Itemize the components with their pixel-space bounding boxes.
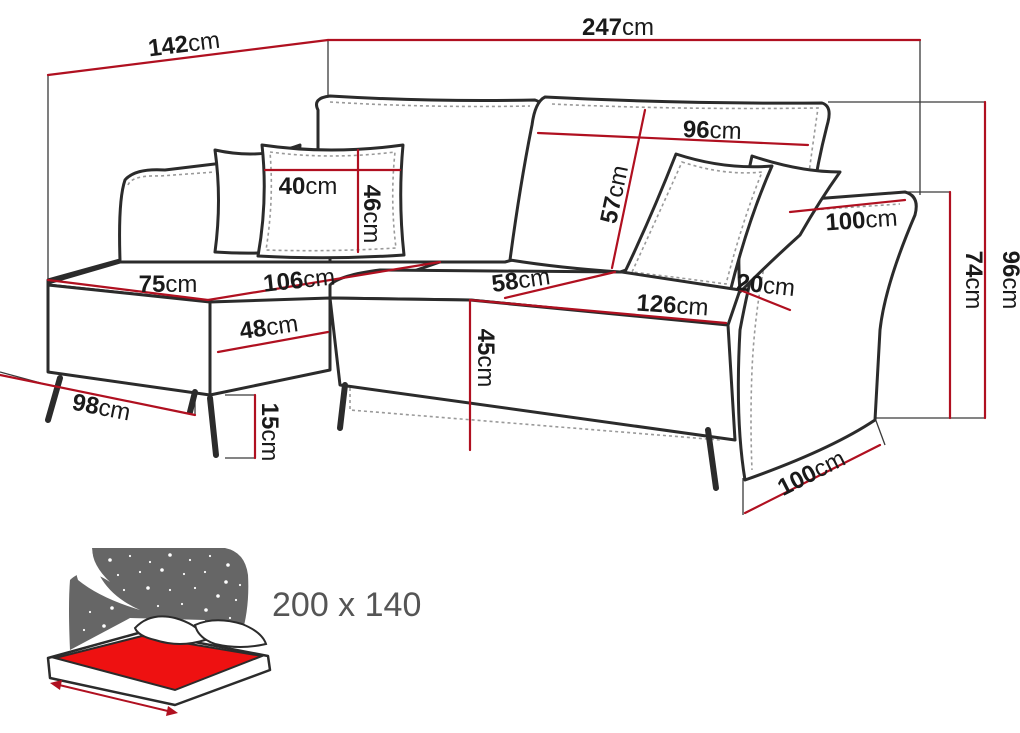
leg-chaise-side [187,389,198,415]
star-icon [108,558,112,562]
dim-chaise-width: 98cm [70,389,133,427]
star-icon [228,616,232,620]
dim-seat-width: 126cm [636,290,710,322]
dim-chaise-seat-length: 106cm [262,263,336,297]
star-icon [82,628,86,632]
dim-chaise-seat-depth: 75cm [139,271,198,298]
leg-front-left [45,375,63,423]
dim-seat-height: 45cm [472,329,499,388]
extension-lines [0,40,985,515]
chaise-side [208,296,332,397]
star-icon [98,590,102,594]
star-icon [224,580,228,584]
dim-width-total: 247cm [582,14,654,41]
star-icon [110,606,114,610]
dim-height-total: 96cm [997,251,1020,310]
star-icon [160,568,164,572]
dim-back-cushion-width: 96cm [682,116,742,145]
star-icon [122,588,126,592]
star-icon [216,594,220,598]
dim-armrest-height: 74cm [960,251,987,310]
star-icon [146,586,150,590]
star-icon [168,553,172,557]
bed-length-arrow [54,683,173,713]
star-icon [102,624,106,628]
dim-armrest-width: 20cm [735,269,796,302]
star-icon [148,560,152,564]
leg-main-right [705,427,719,491]
star-icon [168,588,172,592]
mattress [51,634,266,692]
star-icon [116,573,120,577]
dim-chaise-seat-width: 48cm [238,310,300,345]
star-icon [203,570,207,574]
throw-pillow-left-front [256,143,406,260]
sleeping-area-size: 200 x 140 [272,586,421,624]
star-icon [193,586,197,590]
star-icon [180,602,184,606]
night-sky-backdrop [69,548,249,650]
star-icon [156,604,160,608]
sofa-drawing [45,94,918,491]
star-icon [128,554,132,558]
star-icon [138,570,142,574]
leg-main-left [337,382,348,431]
chaise-base [46,283,212,397]
main-seat-front [328,296,737,442]
right-armrest [736,190,918,482]
star-icon [88,610,92,614]
dim-pillow-height: 46cm [358,185,385,244]
star-icon [182,572,186,576]
dimension-labels: 247cm 142cm 96cm 74cm 100cm 100cm 98cm 1… [70,14,1020,502]
star-icon [234,598,238,602]
star-icon [204,608,208,612]
dim-pillow-width: 40cm [279,173,338,200]
dim-chaise-length: 142cm [147,27,222,63]
dim-seat-depth: 58cm [490,263,552,298]
dim-leg-height: 15cm [256,403,283,462]
bed-night-stars-icon [46,548,272,716]
dim-back-cushion-height: 57cm [595,163,634,226]
star-icon [188,558,192,562]
measurement-lines [0,38,987,515]
star-icon [208,554,212,558]
bed-pillow-right [193,619,268,648]
star-icon [238,583,242,587]
leg-chaise-front [207,395,219,458]
star-icon [226,563,230,567]
dim-armrest-depth: 100cm [825,205,899,237]
